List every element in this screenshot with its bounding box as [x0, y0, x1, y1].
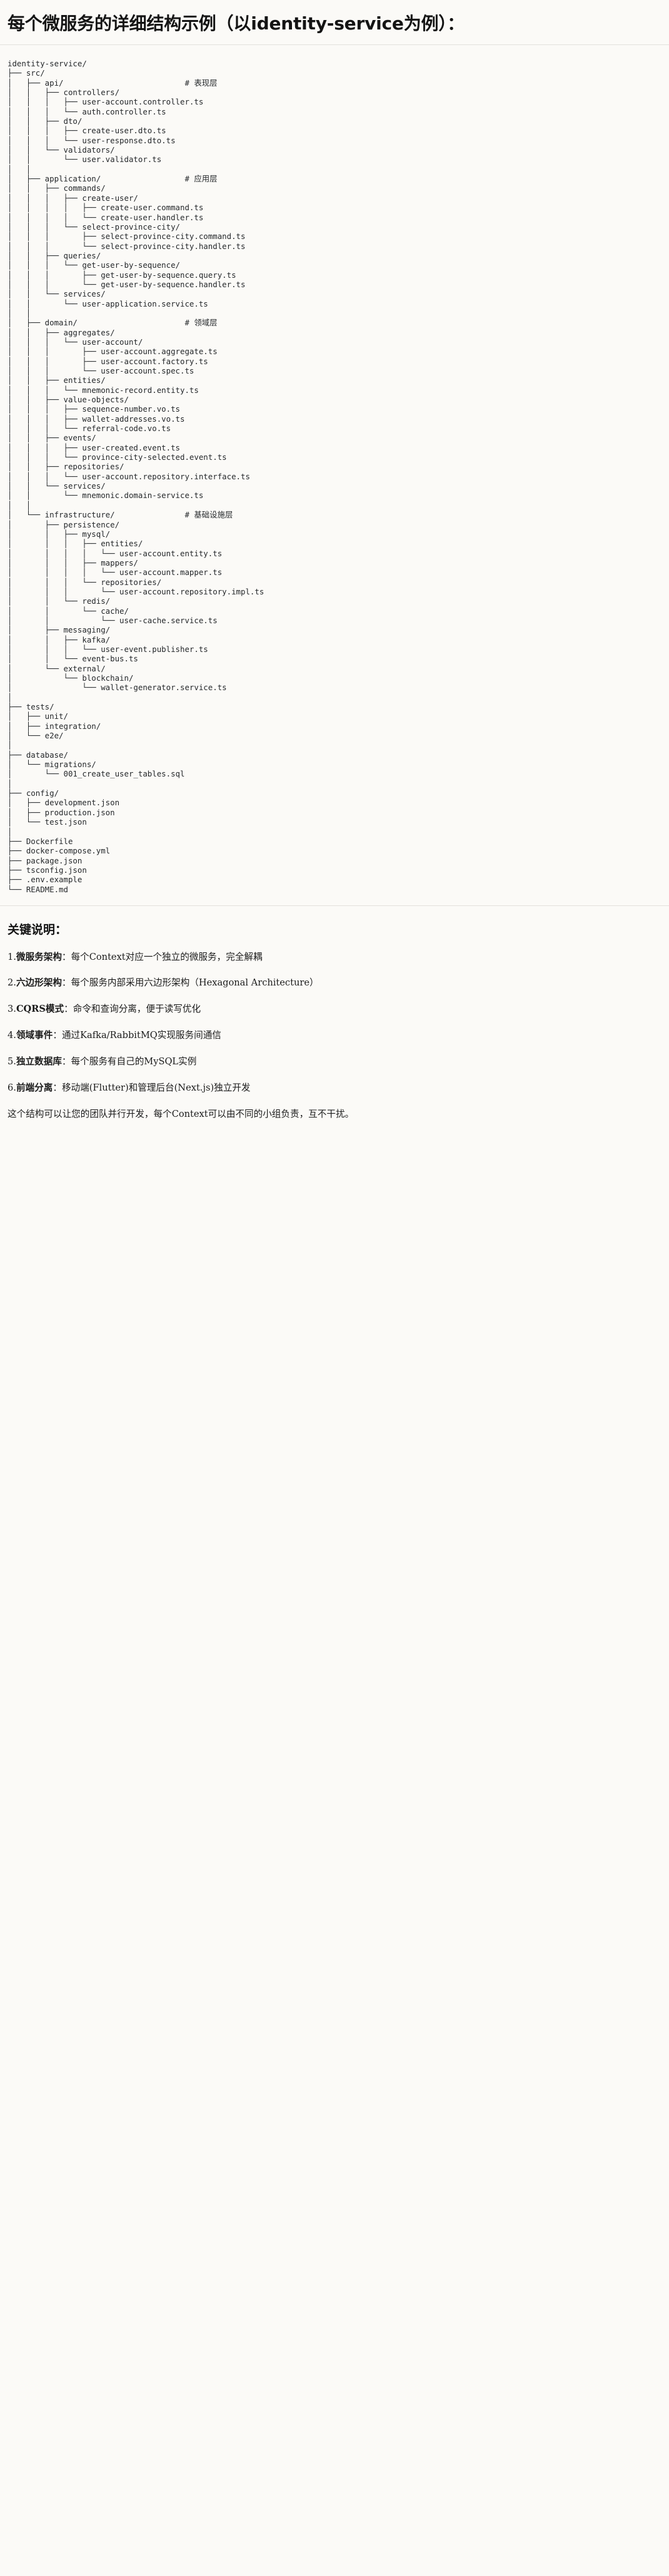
directory-tree: identity-service/ ├── src/ │ ├── api/ # …: [8, 59, 264, 894]
directory-tree-block: identity-service/ ├── src/ │ ├── api/ # …: [0, 45, 669, 905]
key-point-term: 独立数据库: [16, 1056, 62, 1067]
key-point-number: 5.: [8, 1056, 16, 1067]
key-point-description: 移动端(Flutter)和管理后台(Next.js)独立开发: [61, 1082, 251, 1094]
key-point-term: 六边形架构: [16, 977, 62, 989]
page-header: 每个微服务的详细结构示例（以identity-service为例）：: [0, 0, 669, 45]
key-point-item: 3.CQRS模式：命令和查询分离，便于读写优化: [8, 1002, 661, 1016]
key-point-item: 4.领域事件：通过Kafka/RabbitMQ实现服务间通信: [8, 1029, 661, 1042]
key-point-separator: ：: [61, 977, 71, 989]
key-point-description: 每个服务内部采用六边形架构（Hexagonal Architecture）: [71, 977, 319, 989]
key-point-separator: ：: [53, 1082, 62, 1094]
closing-paragraph: 这个结构可以让您的团队并行开发，每个Context可以由不同的小组负责，互不干扰…: [8, 1108, 355, 1119]
page-root: 每个微服务的详细结构示例（以identity-service为例）： ident…: [0, 0, 669, 1131]
key-point-term: CQRS模式: [16, 1004, 64, 1015]
key-point-separator: ：: [64, 1004, 73, 1015]
key-point-separator: ：: [61, 951, 71, 962]
key-point-term: 领域事件: [16, 1030, 53, 1041]
key-point-term: 微服务架构: [16, 951, 62, 962]
key-point-term: 前端分离: [16, 1082, 53, 1094]
key-point-item: 2.六边形架构：每个服务内部采用六边形架构（Hexagonal Architec…: [8, 976, 661, 990]
key-point-item: 5.独立数据库：每个服务有自己的MySQL实例: [8, 1055, 661, 1069]
key-point-description: 每个Context对应一个独立的微服务，完全解耦: [71, 951, 263, 962]
key-points-title: 关键说明：: [8, 922, 68, 937]
key-point-item: 1.微服务架构：每个Context对应一个独立的微服务，完全解耦: [8, 950, 661, 964]
key-point-number: 1.: [8, 951, 16, 962]
key-points-list: 1.微服务架构：每个Context对应一个独立的微服务，完全解耦 2.六边形架构…: [8, 950, 661, 1095]
page-title: 每个微服务的详细结构示例（以identity-service为例）：: [8, 13, 465, 34]
key-point-number: 4.: [8, 1030, 16, 1041]
key-points-section: 关键说明： 1.微服务架构：每个Context对应一个独立的微服务，完全解耦 2…: [0, 905, 669, 1131]
key-point-description: 通过Kafka/RabbitMQ实现服务间通信: [61, 1030, 221, 1041]
key-point-separator: ：: [53, 1030, 62, 1041]
key-point-number: 2.: [8, 977, 16, 989]
key-point-item: 6.前端分离：移动端(Flutter)和管理后台(Next.js)独立开发: [8, 1081, 661, 1095]
key-point-description: 每个服务有自己的MySQL实例: [71, 1056, 197, 1067]
key-point-description: 命令和查询分离，便于读写优化: [73, 1004, 201, 1015]
key-point-number: 6.: [8, 1082, 16, 1094]
key-point-separator: ：: [61, 1056, 71, 1067]
key-point-number: 3.: [8, 1004, 16, 1015]
